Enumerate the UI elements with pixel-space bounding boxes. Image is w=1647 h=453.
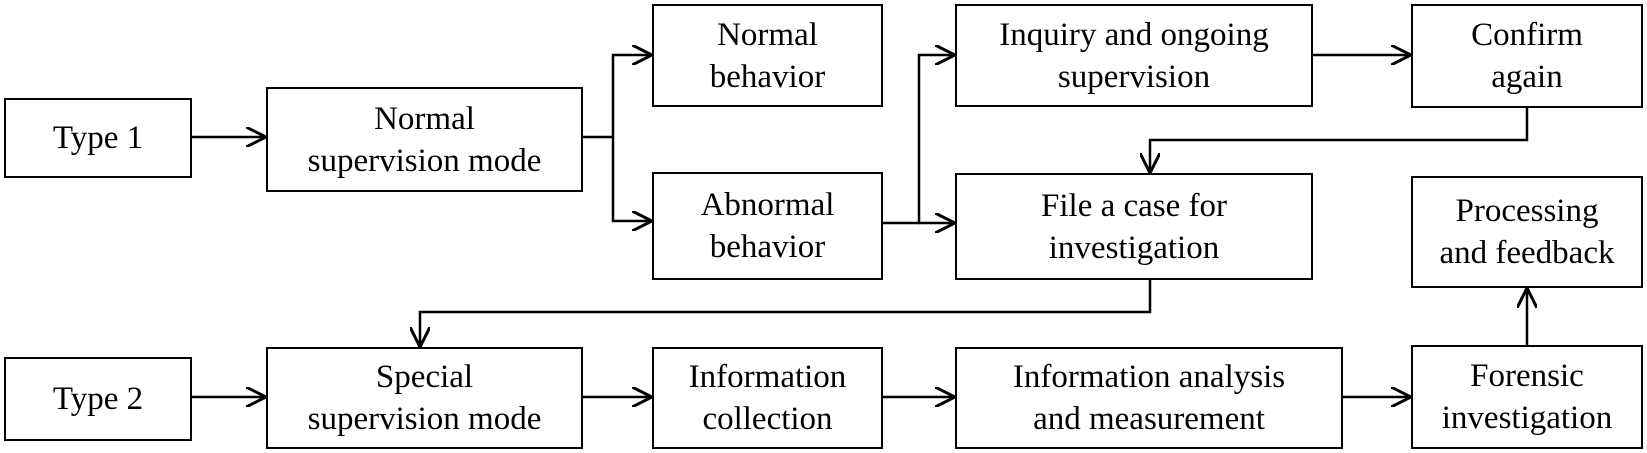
special-supervision-mode-box: Special supervision mode xyxy=(266,347,583,449)
information-collection-label: Information collection xyxy=(688,359,847,437)
information-collection-box: Information collection xyxy=(652,347,883,449)
normal-supervision-mode-label: Normal supervision mode xyxy=(307,100,542,179)
file-case-box: File a case for investigation xyxy=(955,173,1313,280)
processing-feedback-box: Processing and feedback xyxy=(1411,176,1643,288)
normal-behavior-box: Normal behavior xyxy=(652,4,883,107)
processing-feedback-label: Processing and feedback xyxy=(1439,193,1615,271)
arrow-abnormal-to-inquiry xyxy=(883,55,955,225)
type2-box: Type 2 xyxy=(4,357,192,441)
normal-behavior-label: Normal behavior xyxy=(709,16,826,95)
type1-label: Type 1 xyxy=(52,120,144,156)
type2-label: Type 2 xyxy=(52,381,144,417)
abnormal-behavior-label: Abnormal behavior xyxy=(700,187,835,265)
inquiry-box: Inquiry and ongoing supervision xyxy=(955,4,1313,107)
confirm-again-box: Confirm again xyxy=(1411,4,1643,108)
forensic-investigation-label: Forensic investigation xyxy=(1441,358,1613,436)
arrow-confirm-to-file-case xyxy=(1150,108,1529,173)
file-case-label: File a case for investigation xyxy=(1041,187,1227,266)
confirm-again-label: Confirm again xyxy=(1471,17,1583,95)
abnormal-behavior-box: Abnormal behavior xyxy=(652,172,883,280)
type1-box: Type 1 xyxy=(4,98,192,178)
arrow-normal-mode-to-abnormal-behavior xyxy=(611,137,652,221)
arrow-file-case-to-special-mode xyxy=(420,280,1152,347)
inquiry-label: Inquiry and ongoing supervision xyxy=(999,16,1269,95)
information-analysis-label: Information analysis and measurement xyxy=(1012,359,1286,437)
special-supervision-mode-label: Special supervision mode xyxy=(307,359,542,437)
forensic-investigation-box: Forensic investigation xyxy=(1411,345,1643,449)
arrow-normal-mode-to-normal-behavior xyxy=(583,55,652,139)
normal-supervision-mode-box: Normal supervision mode xyxy=(266,87,583,192)
information-analysis-box: Information analysis and measurement xyxy=(955,347,1343,449)
